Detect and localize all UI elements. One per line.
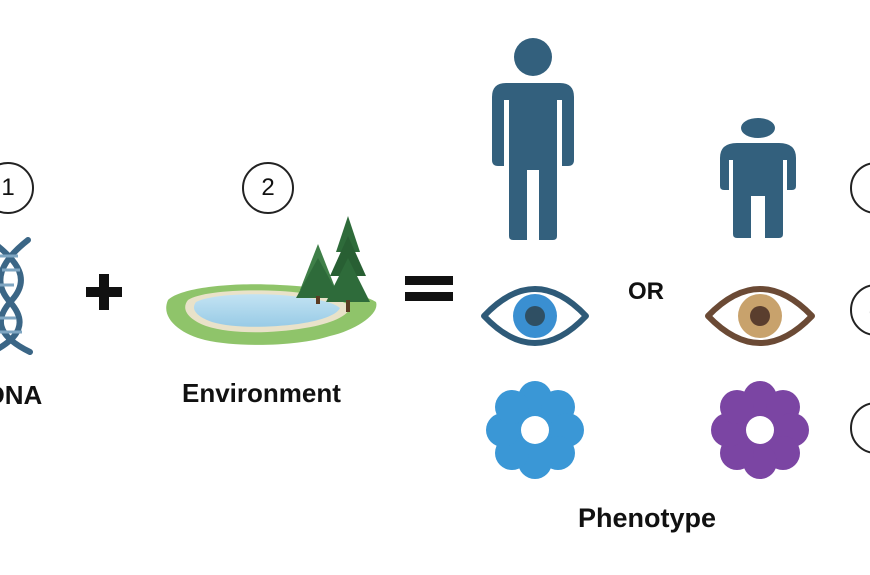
brown-eye-icon [705,286,815,346]
phenotype-label: Phenotype [578,503,717,533]
person-short-icon [720,118,796,238]
equals-icon [405,276,453,301]
blue-eye-icon [481,286,589,346]
plus-icon [86,274,122,310]
or-label: OR [628,278,664,305]
lake-with-trees-icon [166,216,377,345]
dna-helix-icon [0,237,33,355]
step-number-environment: 2 [242,162,294,214]
blue-flower-icon [486,381,584,479]
dna-label: DNA [0,380,43,410]
purple-flower-icon [711,381,809,479]
environment-label: Environment [182,378,341,408]
person-tall-icon [492,38,574,240]
